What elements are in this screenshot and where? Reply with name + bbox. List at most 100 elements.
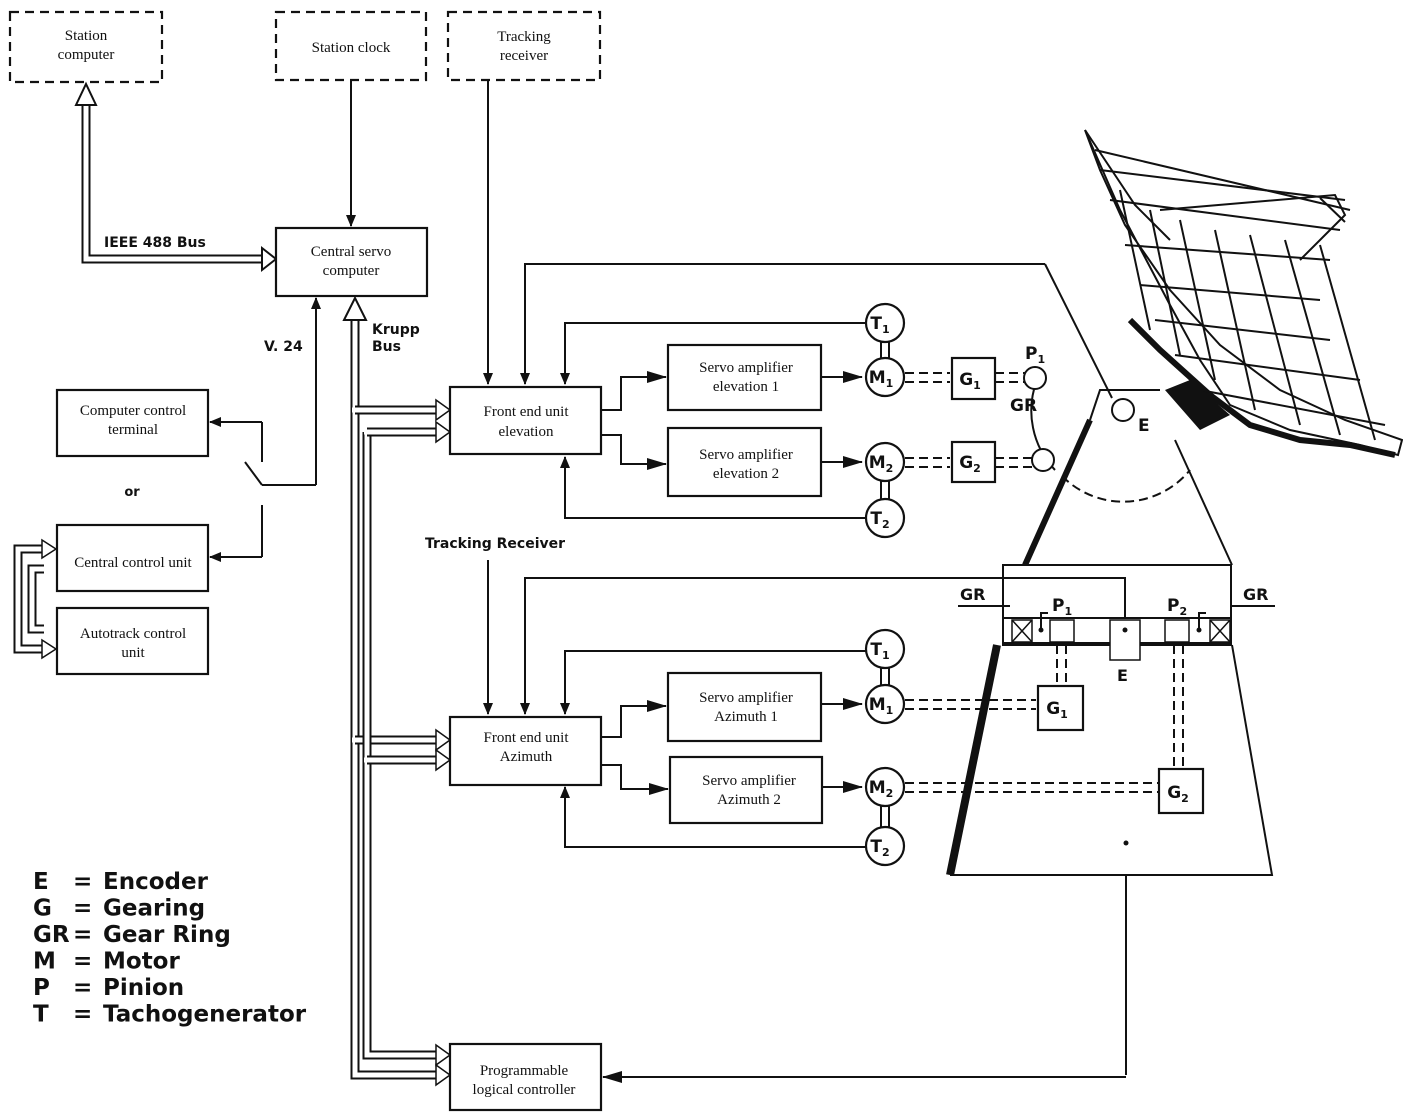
legend-abbr: M — [33, 949, 56, 975]
control-link-double — [13, 538, 58, 660]
svg-text:M1: M1 — [869, 695, 894, 717]
legend-equals: = — [73, 975, 92, 1001]
svg-text:E: E — [1117, 666, 1128, 685]
motor-m1-az: M1 — [864, 683, 906, 725]
tachogenerator-t2-az: T2 — [864, 806, 906, 867]
antenna-elevation-hub: E — [1022, 389, 1233, 567]
tracking-receiver-az-label: Tracking Receiver — [425, 536, 565, 552]
svg-text:M2: M2 — [869, 778, 894, 800]
motor-m2-az: M2 — [864, 766, 906, 808]
central-control-unit-block: Central control unit — [55, 523, 210, 593]
svg-text:T1: T1 — [870, 314, 889, 336]
gearing-g1-az: G1 — [1036, 684, 1085, 732]
antenna-azimuth-platform: GR GR P1 P2 E — [958, 564, 1275, 685]
svg-text:G1: G1 — [1046, 699, 1068, 721]
motor-m1-elev: M1 — [864, 356, 906, 398]
ieee-bus-label: IEEE 488 Bus — [104, 235, 206, 251]
legend-meaning: Encoder — [103, 869, 209, 895]
legend-equals: = — [73, 869, 92, 895]
antenna-base — [946, 644, 1274, 1075]
station-clock-block: Station clock — [274, 10, 428, 82]
svg-text:G2: G2 — [1167, 783, 1189, 805]
svg-text:Station clock: Station clock — [312, 40, 391, 56]
svg-text:P2: P2 — [1167, 596, 1187, 618]
legend-abbr: T — [33, 1002, 49, 1028]
svg-text:E: E — [1138, 416, 1150, 436]
svg-text:T1: T1 — [870, 640, 889, 662]
gearing-g2-elev: G2 — [950, 440, 997, 484]
t1-az-feedback — [560, 650, 866, 715]
svg-text:M1: M1 — [869, 368, 894, 390]
legend-abbr: P — [33, 975, 50, 1001]
v24-link: V. 24 — [209, 297, 321, 562]
tachogenerator-t1-az: T1 — [864, 628, 906, 686]
legend-meaning: Pinion — [103, 975, 184, 1001]
legend-abbr: E — [33, 869, 49, 895]
tachogenerator-t1-elev: T1 — [864, 302, 906, 359]
t2-elev-feedback — [560, 456, 866, 519]
antenna-dish — [1084, 129, 1403, 458]
legend-abbr: GR — [33, 922, 70, 948]
encoder-az-feedback — [520, 577, 1126, 715]
ieee-488-bus: IEEE 488 Bus — [74, 81, 278, 273]
svg-text:Central control unit: Central control unit — [74, 555, 192, 571]
svg-text:GR: GR — [1010, 396, 1037, 416]
svg-text:GR: GR — [960, 585, 985, 604]
svg-text:P1: P1 — [1052, 596, 1072, 618]
svg-text:GR: GR — [1243, 585, 1268, 604]
t1-elev-feedback — [560, 322, 866, 385]
svg-text:G2: G2 — [959, 453, 981, 475]
legend-meaning: Gear Ring — [103, 922, 231, 948]
svg-text:T2: T2 — [870, 509, 889, 531]
legend-equals: = — [73, 896, 92, 922]
legend-meaning: Motor — [103, 949, 180, 975]
encoder-elev-feedback — [520, 263, 1045, 385]
or-label: or — [124, 485, 140, 500]
svg-text:G1: G1 — [959, 370, 981, 392]
legend-meaning: Gearing — [103, 896, 205, 922]
elevation-gear-ring: P1 GR — [1010, 344, 1191, 503]
legend-equals: = — [73, 1002, 92, 1028]
svg-text:M2: M2 — [869, 453, 894, 475]
legend-equals: = — [73, 922, 92, 948]
svg-text:P1: P1 — [1025, 344, 1045, 366]
t2-az-feedback — [560, 786, 866, 848]
tachogenerator-t2-elev: T2 — [864, 481, 906, 539]
gearing-g1-elev: G1 — [950, 356, 997, 401]
v24-label: V. 24 — [264, 339, 303, 355]
legend-meaning: Tachogenerator — [103, 1002, 307, 1028]
svg-text:T2: T2 — [870, 837, 889, 859]
encoder-elev-line — [1044, 263, 1113, 399]
gearing-g2-az: G2 — [1157, 767, 1205, 815]
motor-m2-elev: M2 — [864, 441, 906, 483]
legend-equals: = — [73, 949, 92, 975]
legend-abbr: G — [33, 896, 52, 922]
